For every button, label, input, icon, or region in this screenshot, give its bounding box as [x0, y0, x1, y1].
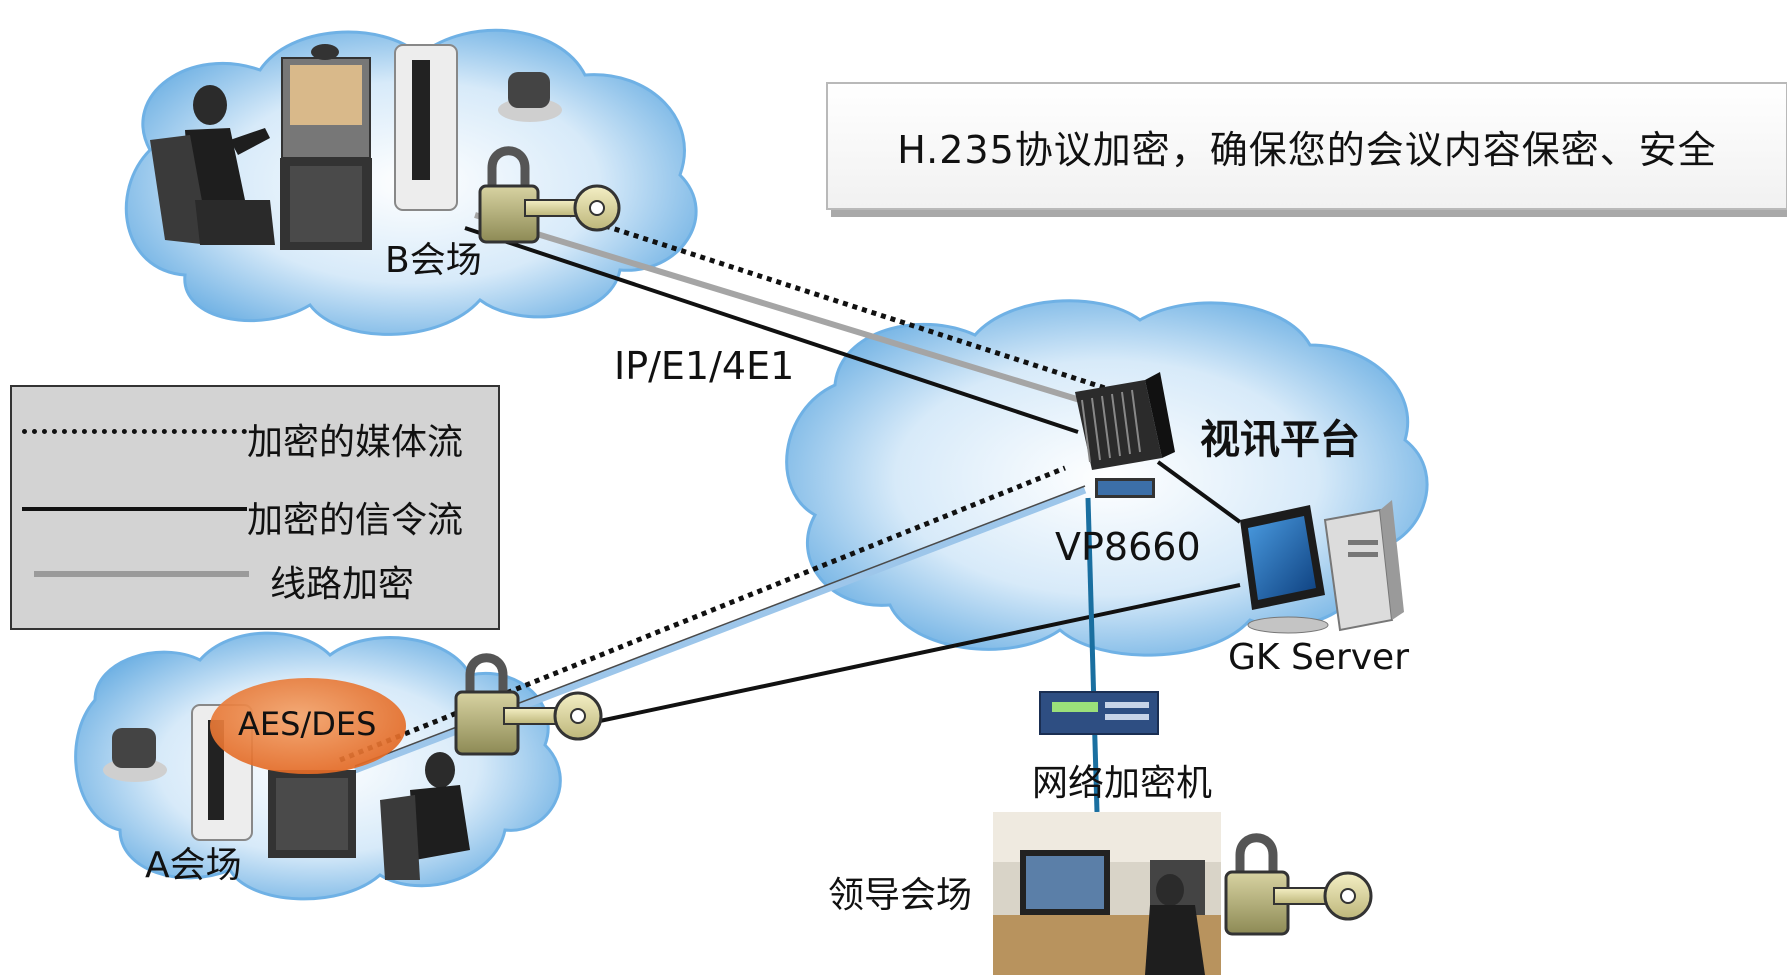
legend-item-line-encryption: 线路加密 — [12, 549, 498, 605]
legend-solid-line — [22, 507, 247, 511]
site-b-label: B会场 — [385, 240, 482, 281]
encryptor-label: 网络加密机 — [1032, 763, 1213, 804]
aes-des-badge — [210, 678, 406, 774]
platform-label: 视讯平台 — [1200, 417, 1360, 463]
legend-gray-line — [34, 571, 249, 577]
legend-label-line-encryption: 线路加密 — [270, 564, 415, 605]
leader-site-label: 领导会场 — [828, 875, 973, 916]
leader-site-photo — [993, 812, 1221, 975]
b-line-encryption — [474, 212, 1081, 403]
legend-label-signaling: 加密的信令流 — [247, 500, 464, 541]
gk-server-icon — [1240, 500, 1404, 634]
site-b-room-illustration — [150, 44, 562, 250]
legend-label-media: 加密的媒体流 — [247, 422, 464, 463]
legend-dotted-line — [22, 429, 247, 434]
site-a-room-illustration — [103, 704, 470, 880]
b-signaling-line — [464, 226, 1079, 434]
lock-key-icon-leader — [1224, 833, 1373, 936]
banner-text: H.235协议加密，确保您的会议内容保密、安全 — [897, 127, 1717, 172]
mcu-gk-line — [1156, 460, 1242, 524]
mcu-label: VP8660 — [1055, 525, 1201, 569]
mcu-leader-link — [1085, 497, 1100, 813]
gk-server-label: GK Server — [1228, 637, 1410, 678]
network-encryptor-icon — [1039, 691, 1159, 735]
encryption-banner: H.235协议加密，确保您的会议内容保密、安全 — [826, 82, 1787, 210]
lock-key-icon-b — [478, 146, 621, 244]
site-a-label: A会场 — [145, 845, 242, 886]
legend-box: 加密的媒体流 加密的信令流 线路加密 — [10, 385, 500, 630]
legend-item-signaling: 加密的信令流 — [12, 485, 498, 541]
mcu-device-icon — [1075, 372, 1175, 498]
aes-des-label: AES/DES — [238, 705, 377, 743]
cloud-platform — [785, 299, 1429, 657]
lock-key-icon-a — [454, 653, 603, 756]
a-signaling-line — [594, 583, 1241, 724]
legend-item-media: 加密的媒体流 — [12, 407, 498, 463]
wan-link-label: IP/E1/4E1 — [614, 344, 795, 388]
